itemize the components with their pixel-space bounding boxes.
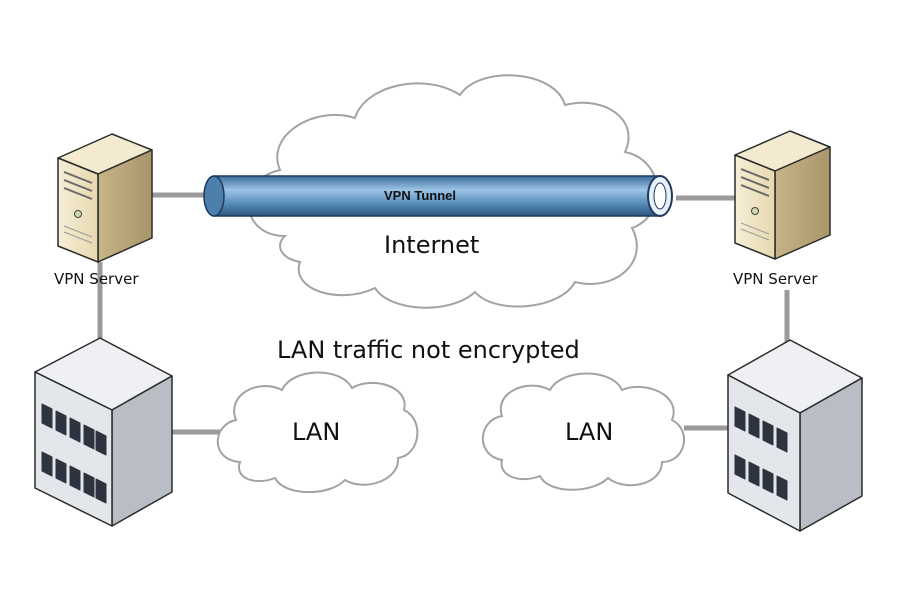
lan-left-label: LAN bbox=[292, 418, 341, 446]
vpn-server-left-label: VPN Server bbox=[54, 270, 139, 288]
lan-traffic-note: LAN traffic not encrypted bbox=[277, 336, 580, 364]
lan-cloud-right bbox=[481, 372, 685, 491]
building-right bbox=[727, 339, 863, 532]
vpn-tunnel-label: VPN Tunnel bbox=[384, 188, 456, 203]
vpn-server-right-label: VPN Server bbox=[733, 270, 818, 288]
server-right bbox=[734, 130, 831, 260]
lan-cloud-left bbox=[216, 371, 419, 494]
building-left bbox=[34, 337, 173, 527]
internet-label: Internet bbox=[384, 231, 480, 259]
link-lines bbox=[97, 192, 790, 435]
server-left bbox=[57, 133, 153, 263]
lan-right-label: LAN bbox=[565, 418, 614, 446]
vpn-tunnel bbox=[203, 175, 673, 217]
